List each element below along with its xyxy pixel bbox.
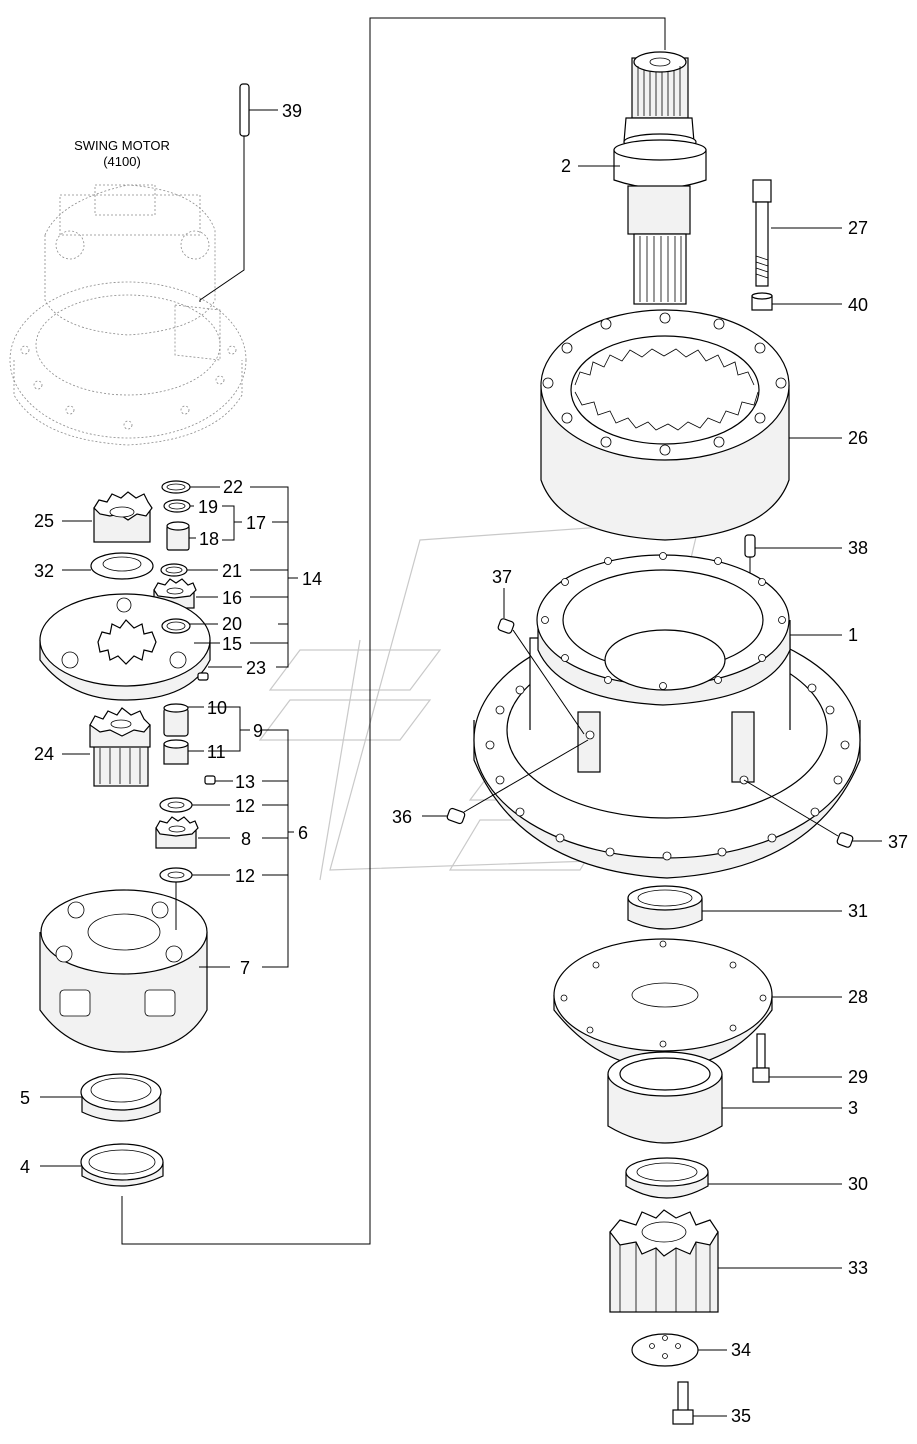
- callout-38: 38: [848, 538, 868, 558]
- part-19-ring: [163, 499, 194, 513]
- part-22-ring: [161, 480, 220, 494]
- callout-26: 26: [848, 428, 868, 448]
- callout-25: 25: [34, 511, 54, 531]
- callout-15: 15: [222, 634, 242, 654]
- part-1-casing: [473, 552, 861, 879]
- callout-18: 18: [199, 529, 219, 549]
- part-28-cover: [553, 938, 842, 1069]
- callout-11: 11: [207, 742, 226, 762]
- swing-motor-outline: [9, 184, 247, 446]
- part-35-bolt: [672, 1381, 727, 1425]
- part-37-plug-right: [743, 779, 882, 848]
- part-24-gear: [62, 707, 151, 787]
- callout-labels: 39 2 27 40 26 38 37 1 36 37 31 28 29 3 3…: [20, 101, 908, 1426]
- callout-9: 9: [253, 721, 263, 741]
- part-29-bolt: [752, 1033, 842, 1083]
- callout-27: 27: [848, 218, 868, 238]
- callout-14: 14: [302, 569, 322, 589]
- callout-29: 29: [848, 1067, 868, 1087]
- callout-24: 24: [34, 744, 54, 764]
- part-34-plate: [631, 1333, 727, 1367]
- callout-1: 1: [848, 625, 858, 645]
- part-12-washer-lower: [159, 867, 230, 883]
- callout-8: 8: [241, 829, 251, 849]
- callout-13: 13: [235, 772, 255, 792]
- swing-motor-code: (4100): [103, 154, 141, 169]
- part-20-ring: [161, 618, 218, 634]
- part-5-bearing: [40, 1073, 162, 1122]
- part-13-pin: [204, 775, 233, 785]
- callout-7: 7: [240, 958, 250, 978]
- connector-lines: [121, 17, 666, 1245]
- part-4-ring: [40, 1143, 164, 1187]
- part-39-pin: [239, 83, 278, 137]
- part-7-carrier: [39, 882, 230, 1053]
- callout-37-upper: 37: [492, 567, 512, 587]
- callout-31: 31: [848, 901, 868, 921]
- part-27-bolt: [752, 179, 842, 287]
- part-40-bushing: [751, 292, 842, 311]
- callout-28: 28: [848, 987, 868, 1007]
- callout-37-right: 37: [888, 832, 908, 852]
- callout-4: 4: [20, 1157, 30, 1177]
- bracket-6: [262, 729, 294, 968]
- part-10-bushing: [163, 703, 204, 737]
- part-36-plug: [422, 739, 589, 825]
- callout-33: 33: [848, 1258, 868, 1278]
- callout-6: 6: [298, 823, 308, 843]
- part-31-ring: [627, 885, 842, 930]
- callout-22: 22: [223, 477, 243, 497]
- callout-10: 10: [207, 698, 227, 718]
- callout-20: 20: [222, 614, 242, 634]
- part-30-ring: [625, 1157, 842, 1199]
- callout-5: 5: [20, 1088, 30, 1108]
- part-25-gear: [62, 491, 153, 543]
- part-12-washer-upper: [159, 797, 230, 813]
- callout-35: 35: [731, 1406, 751, 1426]
- callout-3: 3: [848, 1098, 858, 1118]
- bracket-17: [222, 505, 242, 541]
- part-23-pin: [197, 666, 242, 681]
- bracket-9: [208, 706, 250, 752]
- part-3-bearing: [607, 1051, 842, 1144]
- part-2-pinion-shaft: [578, 51, 707, 305]
- callout-23: 23: [246, 658, 266, 678]
- swing-motor-title: SWING MOTOR: [74, 138, 170, 153]
- callout-16: 16: [222, 588, 242, 608]
- callout-12-upper: 12: [235, 796, 255, 816]
- callout-19: 19: [198, 497, 218, 517]
- callout-21: 21: [222, 561, 242, 581]
- callout-36: 36: [392, 807, 412, 827]
- part-21-ring: [160, 563, 218, 577]
- part-32-washer: [62, 552, 154, 580]
- part-18-bushing: [166, 521, 196, 551]
- part-15-carrier: [39, 593, 220, 701]
- part-37-plug-upper: [497, 588, 585, 735]
- part-8-gear: [155, 816, 230, 849]
- bracket-14: [250, 486, 298, 668]
- callout-40: 40: [848, 295, 868, 315]
- part-33-pinion: [609, 1209, 842, 1313]
- callout-34: 34: [731, 1340, 751, 1360]
- callout-17: 17: [246, 513, 266, 533]
- callout-30: 30: [848, 1174, 868, 1194]
- callout-12-lower: 12: [235, 866, 255, 886]
- part-26-ring-gear: [540, 309, 842, 541]
- callout-32: 32: [34, 561, 54, 581]
- part-11-bushing: [163, 739, 204, 765]
- callout-2: 2: [561, 156, 571, 176]
- callout-39: 39: [282, 101, 302, 121]
